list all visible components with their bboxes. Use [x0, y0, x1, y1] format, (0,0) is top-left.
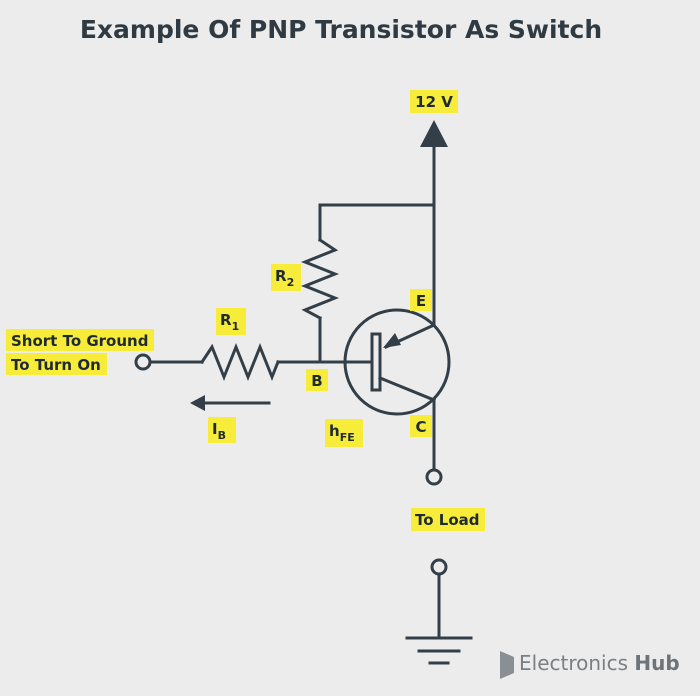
input-label-line1: Short To Ground	[11, 332, 148, 350]
r1-label-highlight	[216, 308, 246, 335]
r1-label: R1	[220, 311, 239, 333]
gain-label: hFE	[329, 422, 355, 444]
r2-label: R2	[275, 267, 294, 289]
supply-label-highlight	[410, 90, 458, 113]
r2-label-highlight	[271, 264, 301, 291]
emitter-label: E	[416, 292, 426, 310]
base-label: B	[311, 372, 322, 390]
collector-label-highlight	[410, 415, 432, 437]
load-label-highlight	[411, 508, 485, 531]
emitter-arrowhead	[383, 333, 401, 348]
r2-resistor	[300, 237, 340, 321]
brand-name: Electronics Hub	[519, 651, 680, 675]
base-current-arrowhead	[190, 395, 205, 411]
collector-label: C	[415, 418, 426, 436]
load-label: To Load	[415, 511, 480, 529]
load-terminal	[425, 468, 443, 486]
current-label: IB	[212, 420, 226, 442]
base-label-highlight	[306, 369, 328, 391]
transistor-base-plate	[370, 332, 382, 392]
input-label-line2-highlight	[6, 353, 107, 375]
transistor-body	[343, 308, 451, 416]
r1-resistor	[199, 342, 280, 382]
collector-leg	[378, 376, 436, 402]
r2-top-wire	[318, 203, 436, 242]
ground-terminal	[430, 558, 448, 576]
input-terminal	[134, 353, 152, 371]
brand-logo: Electronics Hub	[500, 651, 680, 679]
supply-arrow	[420, 120, 448, 147]
input-label-line2: To Turn On	[11, 356, 101, 374]
current-label-highlight	[208, 417, 236, 443]
supply-label: 12 V	[415, 93, 453, 111]
input-label-line1-highlight	[6, 329, 154, 351]
emitter-label-highlight	[410, 289, 432, 311]
page-title: Example Of PNP Transistor As Switch	[80, 15, 602, 44]
gain-label-highlight	[325, 419, 363, 447]
brand-logo-icon	[500, 651, 514, 679]
